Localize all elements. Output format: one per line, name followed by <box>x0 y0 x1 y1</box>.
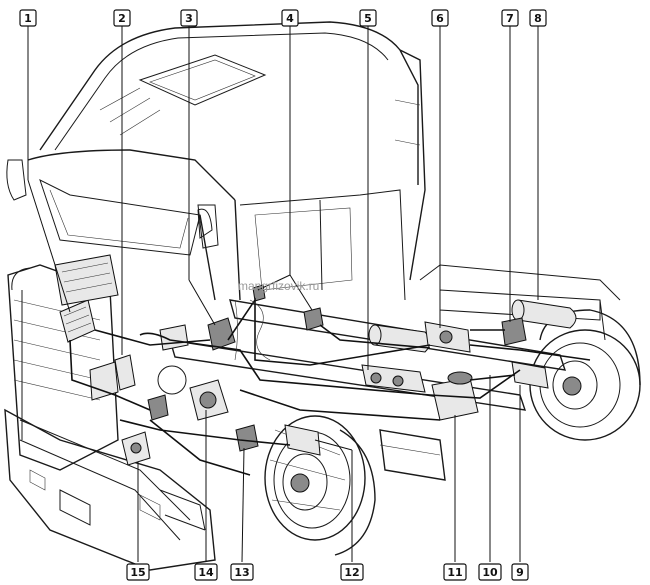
callout-8: 8 <box>529 9 547 27</box>
callout-14: 14 <box>194 563 218 581</box>
air-reservoirs <box>368 299 577 353</box>
brake-components <box>54 254 549 466</box>
callout-4: 4 <box>281 9 299 27</box>
callout-1-label: 1 <box>24 12 32 25</box>
truck-front-grille <box>4 264 216 571</box>
callout-10: 10 <box>478 563 502 581</box>
callout-2-label: 2 <box>118 12 126 25</box>
callout-13-label: 13 <box>234 566 249 579</box>
callout-5: 5 <box>359 9 377 27</box>
callout-7-label: 7 <box>506 12 514 25</box>
callout-3-label: 3 <box>185 12 193 25</box>
callout-4-label: 4 <box>286 12 294 25</box>
callouts-top: 1 2 3 4 5 6 7 8 <box>19 9 547 27</box>
callout-1: 1 <box>19 9 37 27</box>
watermark-text: mangrfizovik.ru <box>238 279 319 293</box>
callout-12-label: 12 <box>344 566 359 579</box>
callout-13: 13 <box>230 563 254 581</box>
callout-10-label: 10 <box>482 566 498 579</box>
callout-7: 7 <box>501 9 519 27</box>
callout-3: 3 <box>180 9 198 27</box>
callout-6: 6 <box>431 9 449 27</box>
callout-15: 15 <box>126 563 150 581</box>
callout-12: 12 <box>340 563 364 581</box>
callouts-bottom: 15 14 13 12 11 10 9 <box>126 563 529 581</box>
front-wheel <box>264 415 376 556</box>
truck-cab-outline <box>6 21 426 301</box>
callout-8-label: 8 <box>534 12 542 25</box>
callout-14-label: 14 <box>198 566 214 579</box>
callout-6-label: 6 <box>436 12 444 25</box>
callout-11-label: 11 <box>447 566 462 579</box>
callout-9-label: 9 <box>516 566 524 579</box>
callout-5-label: 5 <box>364 12 372 25</box>
callout-15-label: 15 <box>130 566 145 579</box>
leader-lines <box>27 26 539 563</box>
air-lines <box>69 297 591 476</box>
callout-11: 11 <box>443 563 467 581</box>
callout-9: 9 <box>511 563 529 581</box>
callout-2: 2 <box>113 9 131 27</box>
